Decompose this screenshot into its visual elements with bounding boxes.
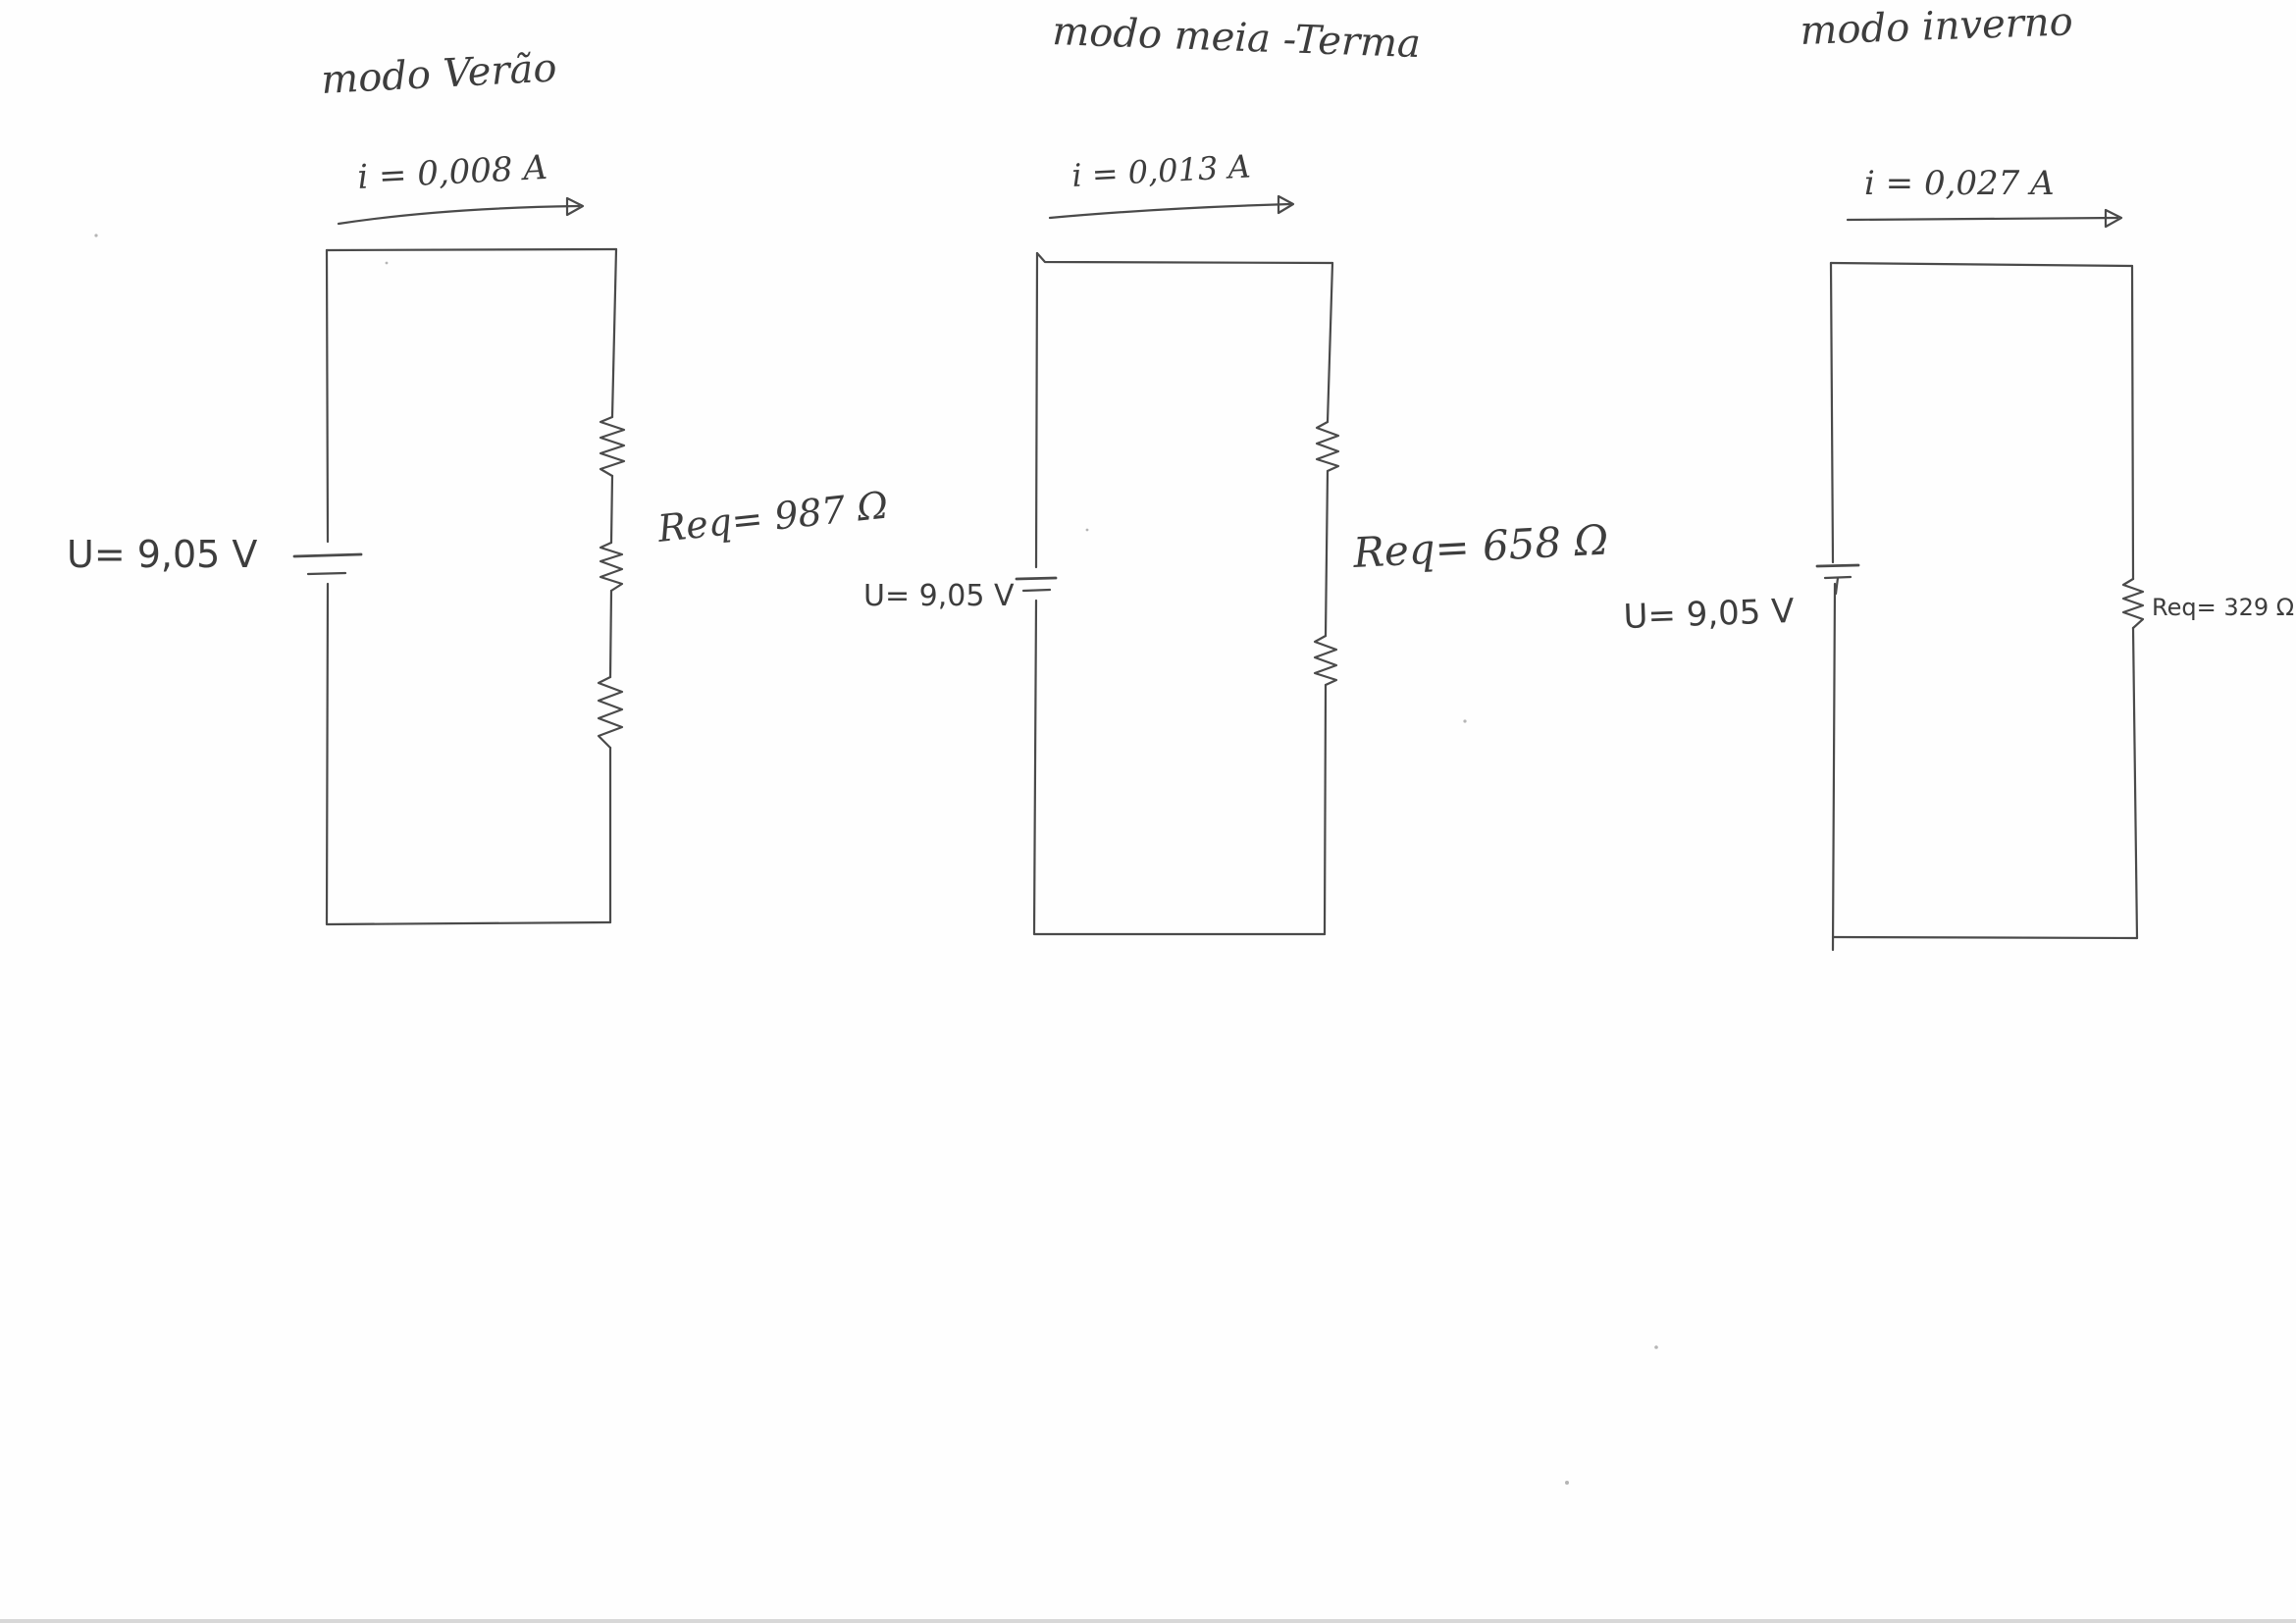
resistor-summer-1 bbox=[599, 415, 626, 478]
paper-specks bbox=[94, 234, 1658, 1485]
battery-winter bbox=[1815, 563, 1860, 596]
circuit-summer: modo Verão i = 0,008 A U= 9,0 bbox=[67, 45, 890, 926]
resistance-label-mid-season: Req= 658 Ω bbox=[1351, 515, 1609, 577]
resistance-label-summer: Req= 987 Ω bbox=[654, 484, 890, 550]
voltage-label-winter: U= 9,05 V bbox=[1623, 592, 1795, 637]
wire-loop-winter bbox=[1829, 261, 2139, 952]
circuit-mid-season: modo meia -Terma i = 0,013 A U= 9,05 V R… bbox=[863, 9, 1609, 936]
resistor-mid-2 bbox=[1313, 634, 1338, 687]
wire-loop-mid-season bbox=[1032, 251, 1334, 936]
resistance-label-winter: Req= 329 Ω bbox=[2152, 594, 2294, 621]
mode-label-winter: modo inverno bbox=[1800, 0, 2074, 54]
current-arrow-mid-season bbox=[1048, 194, 1295, 220]
current-arrow-summer bbox=[337, 196, 585, 226]
resistor-mid-1 bbox=[1315, 420, 1340, 473]
current-arrow-winter bbox=[1846, 208, 2123, 229]
current-label-winter: i = 0,027 A bbox=[1864, 164, 2055, 203]
circuit-winter: modo inverno i = 0,027 A U= 9,05 V Req= … bbox=[1623, 0, 2294, 952]
current-label-mid-season: i = 0,013 A bbox=[1070, 148, 1251, 194]
wire-loop-summer bbox=[325, 247, 618, 926]
mode-label-mid-season: modo meia -Terma bbox=[1052, 9, 1422, 67]
resistor-summer-2 bbox=[599, 541, 624, 593]
battery-mid-season bbox=[1015, 576, 1058, 593]
current-label-summer: i = 0,008 A bbox=[356, 148, 548, 197]
resistor-summer-3 bbox=[597, 675, 624, 750]
battery-summer bbox=[292, 552, 363, 576]
voltage-label-mid-season: U= 9,05 V bbox=[863, 579, 1015, 613]
voltage-label-summer: U= 9,05 V bbox=[67, 533, 257, 576]
mode-label-summer: modo Verão bbox=[320, 45, 557, 103]
resistor-winter-1 bbox=[2121, 577, 2145, 630]
